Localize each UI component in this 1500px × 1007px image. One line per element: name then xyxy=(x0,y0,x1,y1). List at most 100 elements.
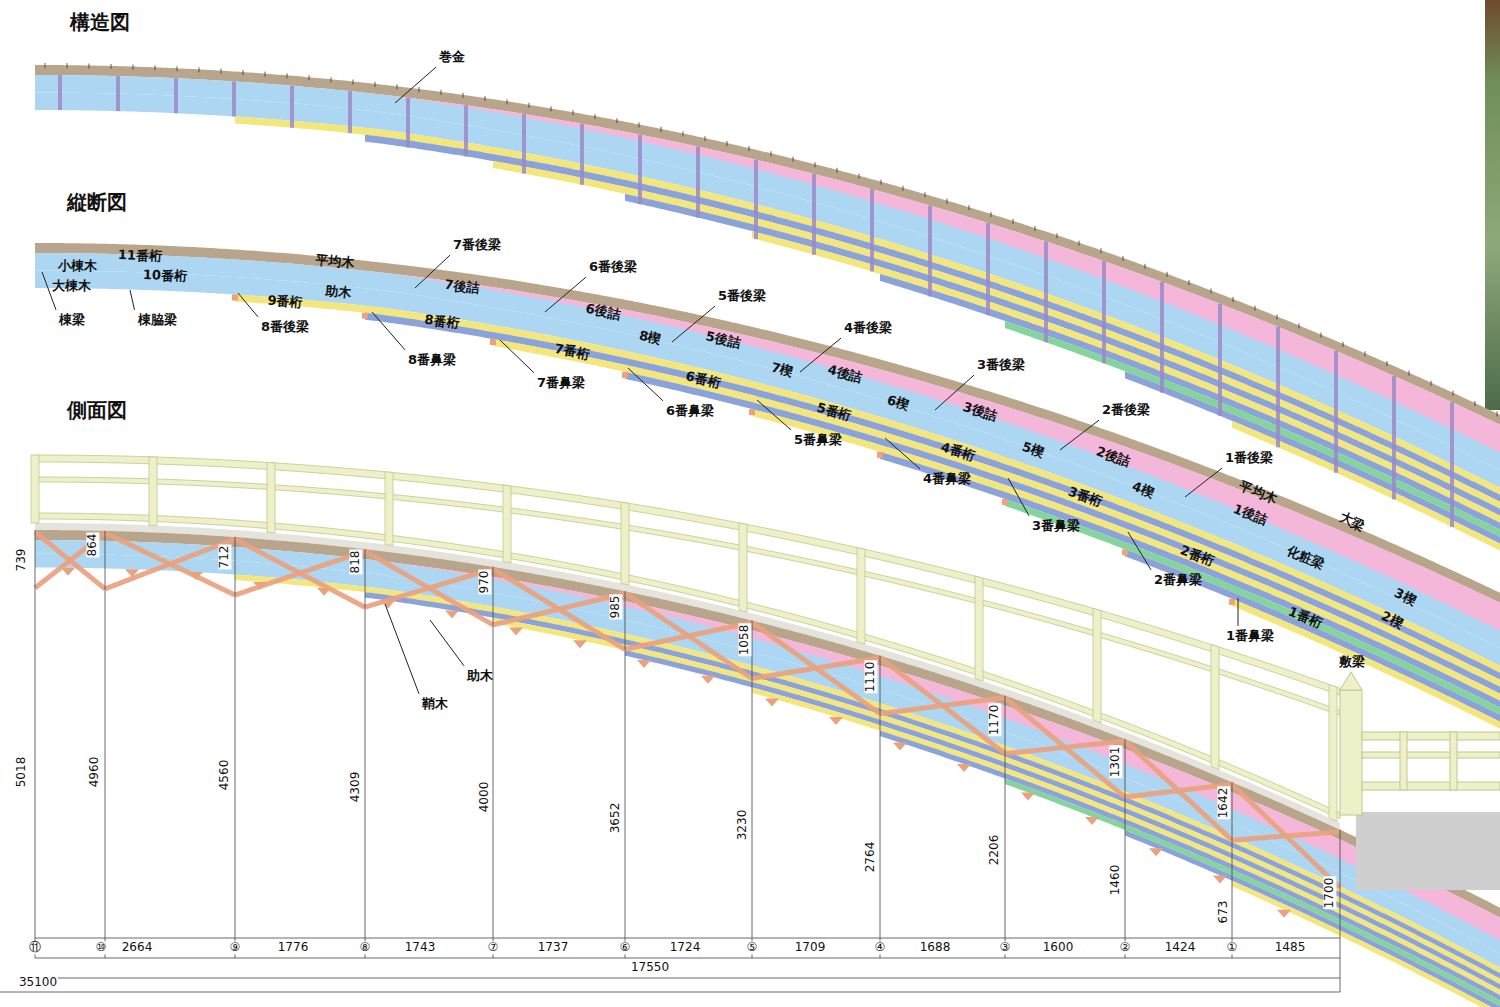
clamp-bar xyxy=(812,174,816,255)
part-name: 7後詰 xyxy=(444,278,481,297)
plank-tick xyxy=(1431,381,1432,386)
brace-timber xyxy=(105,533,235,595)
part-name: 7番桁 xyxy=(554,342,591,362)
section-heading: 構造図 xyxy=(70,11,130,33)
clamp-bar xyxy=(116,76,120,111)
nose-block xyxy=(1122,549,1128,555)
plank-tick xyxy=(155,65,156,70)
station-line xyxy=(105,531,106,958)
part-name: 4後詰 xyxy=(826,363,864,386)
part-name: 2後詰 xyxy=(1094,444,1132,469)
plank-tick xyxy=(815,162,816,167)
plank-tick xyxy=(1475,401,1476,406)
leader-lines xyxy=(42,67,1238,694)
plank-tick xyxy=(947,199,948,204)
plank-tick xyxy=(639,122,640,127)
rail-post xyxy=(31,455,39,523)
beam-band xyxy=(235,295,1500,673)
dimension: 1170 xyxy=(988,704,1001,737)
plank-tick xyxy=(1233,297,1234,302)
plank-tick xyxy=(573,110,574,115)
plank-tick xyxy=(441,90,442,95)
leader-line xyxy=(1128,532,1151,570)
part-name: 敷梁 xyxy=(1339,655,1365,669)
clamp-bar xyxy=(1334,351,1338,473)
brace-timber xyxy=(880,658,1005,754)
station-dimension: ① xyxy=(1226,941,1239,954)
plank-tick xyxy=(1277,314,1278,319)
plank-tick xyxy=(1497,411,1498,416)
dimension-line xyxy=(35,958,1340,959)
dimension: 2764 xyxy=(864,841,877,874)
part-name: 棟脇梁 xyxy=(138,313,177,327)
beam-band xyxy=(1232,599,1500,729)
station-dimension: ③ xyxy=(999,941,1012,954)
bracket-block xyxy=(125,569,139,577)
brace-timber xyxy=(235,551,365,595)
leader-line xyxy=(628,368,663,401)
clamp-bar xyxy=(1160,282,1164,393)
nose-block xyxy=(749,409,755,415)
brace-timber xyxy=(752,658,880,679)
brace-timber xyxy=(625,622,752,649)
plank-tick xyxy=(1453,391,1454,396)
dimension: 712 xyxy=(218,545,231,570)
leader-line xyxy=(1185,468,1222,497)
dimension: 4000 xyxy=(478,781,491,814)
clamp-bar xyxy=(986,223,990,315)
leader-line xyxy=(757,400,791,430)
dimension: 1642 xyxy=(1217,787,1230,820)
plank-tick xyxy=(749,146,750,151)
station-dimension: 1709 xyxy=(794,941,827,954)
leader-line xyxy=(238,293,258,317)
plank-tick xyxy=(903,186,904,191)
plank-tick xyxy=(881,180,882,185)
part-name: 平均木 xyxy=(1237,479,1279,507)
plank-tick xyxy=(1321,333,1322,338)
rail-post xyxy=(1211,644,1219,769)
clamp-bar xyxy=(1276,327,1280,447)
bracket-block xyxy=(829,717,843,725)
brace-timber xyxy=(35,533,105,588)
part-name: 2番鼻梁 xyxy=(1154,573,1202,587)
plank-tick xyxy=(1057,233,1058,238)
clamp-bar xyxy=(870,189,874,271)
handrail xyxy=(35,477,1340,715)
clamp-bar xyxy=(522,114,526,174)
station-line xyxy=(35,530,36,958)
part-name: 7楔 xyxy=(770,360,795,379)
leader-line xyxy=(395,67,436,103)
dimension-line xyxy=(0,992,1340,993)
dimension: 3652 xyxy=(609,802,622,835)
plank-tick xyxy=(1145,264,1146,269)
station-line xyxy=(493,567,494,958)
leader-line xyxy=(545,277,586,312)
part-name: 11番桁 xyxy=(118,248,163,264)
plank-tick xyxy=(1365,351,1366,356)
clamp-bar xyxy=(638,135,642,205)
brace-timber xyxy=(1005,741,1125,753)
station-line xyxy=(1125,739,1126,958)
part-name: 7番鼻梁 xyxy=(537,376,585,390)
plank-tick xyxy=(265,72,266,77)
part-name: 棟梁 xyxy=(59,313,85,327)
plank-tick xyxy=(353,79,354,84)
plank-tick xyxy=(969,205,970,210)
leader-line xyxy=(1008,478,1029,516)
approach-post xyxy=(1400,732,1407,790)
station-line xyxy=(625,591,626,958)
part-name: 5番後梁 xyxy=(718,289,766,303)
station-line xyxy=(1340,830,1341,958)
part-name: 5楔 xyxy=(1020,440,1045,460)
part-name: 10番桁 xyxy=(143,268,188,284)
plank-tick xyxy=(991,212,992,217)
station-dimension: 1743 xyxy=(404,941,437,954)
abutment xyxy=(1356,812,1500,890)
part-name: 5後詰 xyxy=(704,329,741,351)
station-dimension: ⑨ xyxy=(229,941,242,954)
plank-tick xyxy=(199,67,200,72)
dimension-lines xyxy=(0,530,1340,992)
plank-tick xyxy=(661,127,662,132)
structure-view xyxy=(35,63,1500,551)
